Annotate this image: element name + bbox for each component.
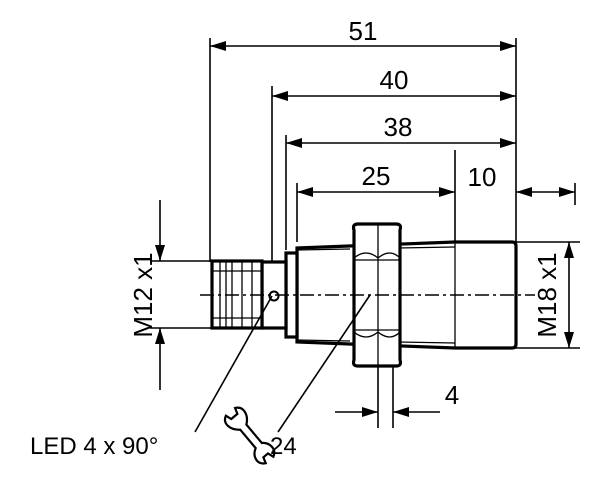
dimension-10: 10	[468, 162, 575, 197]
dimension-38: 38	[286, 112, 516, 148]
dimension-25-label: 25	[362, 161, 391, 191]
dimension-10-label: 10	[468, 162, 497, 192]
dimension-51: 51	[210, 16, 516, 51]
dimension-4: 4	[335, 380, 459, 417]
dimension-51-label: 51	[349, 16, 378, 46]
leader-lines	[194, 294, 371, 433]
dimension-25: 25	[297, 161, 455, 197]
wrench-icon	[223, 406, 276, 465]
dimension-38-label: 38	[384, 112, 413, 142]
dimension-4-label: 4	[445, 380, 459, 410]
dimension-40: 40	[272, 65, 516, 101]
led-indicator	[268, 290, 280, 302]
dimension-m12: M12 x1	[128, 200, 212, 390]
wrench-size-callout: 24	[270, 433, 297, 460]
dimension-m18: M18 x1	[512, 241, 580, 349]
m12-thread-label: M12 x1	[128, 252, 158, 337]
led-callout: LED 4 x 90°	[30, 433, 158, 460]
m18-thread-label: M18 x1	[532, 252, 562, 337]
extension-lines	[209, 38, 576, 428]
dimension-40-label: 40	[380, 65, 409, 95]
